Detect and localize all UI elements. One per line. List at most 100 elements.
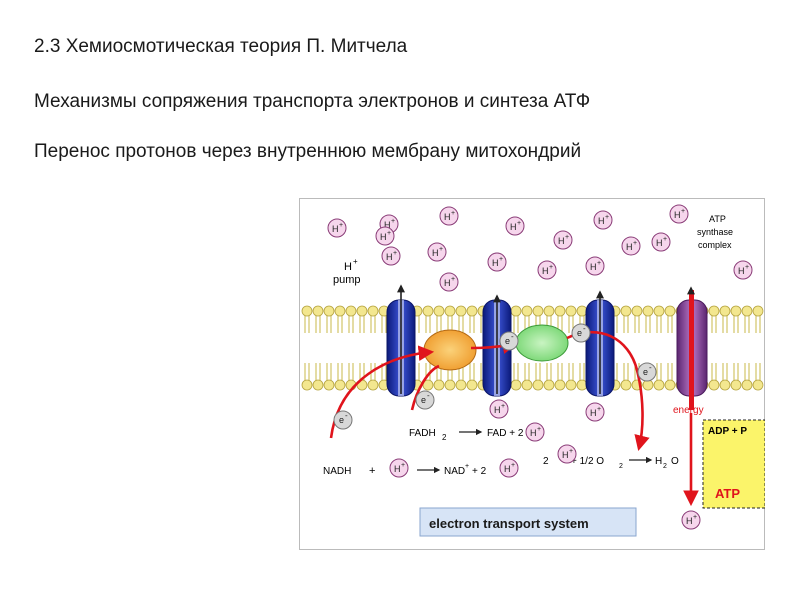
proton-icon: H+ — [487, 252, 507, 272]
lipid-head — [741, 379, 753, 391]
lipid-head — [444, 305, 456, 317]
lipid-head — [554, 379, 566, 391]
lipid-head — [620, 305, 632, 317]
water-coef: 2 — [543, 456, 549, 467]
pump-arrows — [397, 284, 695, 394]
electron-charge: - — [427, 391, 430, 400]
proton-label: H — [598, 216, 605, 226]
proton-label: H — [686, 516, 693, 526]
nadh-label: NADH — [323, 466, 351, 477]
lipid-head — [653, 379, 665, 391]
proton-label: H — [444, 278, 451, 288]
lipid-head — [422, 379, 434, 391]
lipid-head — [323, 305, 335, 317]
ets-label-box — [419, 507, 637, 537]
proton-icon: H+ — [669, 204, 689, 224]
lipid-head — [510, 305, 522, 317]
nad-rest: + 2 — [472, 466, 487, 477]
proton-charge: + — [663, 236, 667, 243]
proton-charge: + — [451, 276, 455, 283]
h2o-sub: 2 — [663, 463, 667, 470]
proton-label: H — [738, 266, 745, 276]
proton-label: H — [380, 232, 387, 242]
electron-icon: e- — [571, 323, 591, 343]
proton-label: H — [384, 220, 391, 230]
lipid-head — [334, 379, 346, 391]
energy-label: energy — [673, 405, 704, 416]
proton-label: H — [510, 222, 517, 232]
proton-charge: + — [451, 210, 455, 217]
lipid-head — [543, 379, 555, 391]
proton-charge: + — [693, 514, 697, 521]
electron-icon: e- — [415, 390, 435, 410]
electron-icon: e- — [333, 410, 353, 430]
electron-charge: - — [583, 324, 586, 333]
proton-charge: + — [501, 403, 505, 410]
diagram-labels: H + pump ATP synthase complex FADH 2 FAD… — [323, 214, 747, 531]
atp-complex-line-1: ATP — [709, 214, 726, 224]
lipid-head — [455, 379, 467, 391]
proton-label: H — [386, 252, 393, 262]
lipid-head — [664, 379, 676, 391]
proton-label: H — [562, 450, 569, 460]
proton-icon: H+ — [375, 226, 395, 246]
fadh-label: FADH — [409, 428, 436, 439]
ets-label: electron transport system — [429, 516, 589, 531]
proton-label: H — [394, 464, 401, 474]
proton-icon: H+ — [505, 216, 525, 236]
lipid-head — [422, 305, 434, 317]
electron-label: e — [505, 336, 510, 346]
proton-icon: H+ — [681, 510, 701, 530]
h2o-o: O — [671, 456, 679, 467]
electron-label: e — [643, 367, 648, 377]
slide-subtitle-proton-transfer: Перенос протонов через внутреннюю мембра… — [34, 141, 582, 162]
proton-label: H — [494, 405, 501, 415]
lipid-head — [301, 379, 313, 391]
proton-label: H — [432, 248, 439, 258]
proton-icon: H+ — [537, 260, 557, 280]
lipid-head — [565, 305, 577, 317]
proton-icon: H+ — [557, 444, 577, 464]
half-o2-label: + 1/2 O — [571, 456, 604, 467]
carrier-green — [515, 324, 569, 362]
slide-title: 2.3 Хемиосмотическая теория П. Митчела — [34, 36, 408, 57]
proton-label: H — [590, 262, 597, 272]
lipid-head — [455, 305, 467, 317]
proton-label: H — [332, 224, 339, 234]
atp-complex-line-3: complex — [698, 240, 732, 250]
fad-label: FAD + 2 — [487, 428, 524, 439]
electron-label: e — [339, 415, 344, 425]
proton-charge: + — [439, 246, 443, 253]
proton-charge: + — [569, 448, 573, 455]
proton-icon: H+ — [621, 236, 641, 256]
proton-charge: + — [339, 222, 343, 229]
proton-charge: + — [391, 218, 395, 225]
pump-label-h: H — [344, 261, 352, 273]
pump-label-plus: + — [353, 257, 358, 266]
proton-icon: H+ — [525, 422, 545, 442]
lipid-head — [532, 379, 544, 391]
atp-synthesis-box — [702, 419, 765, 509]
carrier-orange — [423, 329, 477, 371]
particles: H+H+H+H+H+H+H+H+H+H+H+H+H+H+H+H+H+H+H+H+… — [327, 204, 753, 530]
lipid-head — [356, 305, 368, 317]
lipid-head — [642, 379, 654, 391]
lipid-head — [719, 305, 731, 317]
electron-label: e — [421, 395, 426, 405]
lipid-head — [642, 305, 654, 317]
proton-icon: H+ — [499, 458, 519, 478]
lipid-head — [543, 305, 555, 317]
proton-label: H — [530, 428, 537, 438]
lipid-head — [554, 305, 566, 317]
proton-label: H — [558, 236, 565, 246]
proton-label: H — [590, 408, 597, 418]
proton-icon: H+ — [651, 232, 671, 252]
lipid-head — [752, 305, 764, 317]
proton-label: H — [492, 258, 499, 268]
electron-charge: - — [649, 363, 652, 372]
proton-charge: + — [401, 462, 405, 469]
proton-label: H — [504, 464, 511, 474]
electron-icon: e- — [637, 362, 657, 382]
o2-sub: 2 — [619, 463, 623, 470]
lipid-head — [521, 305, 533, 317]
